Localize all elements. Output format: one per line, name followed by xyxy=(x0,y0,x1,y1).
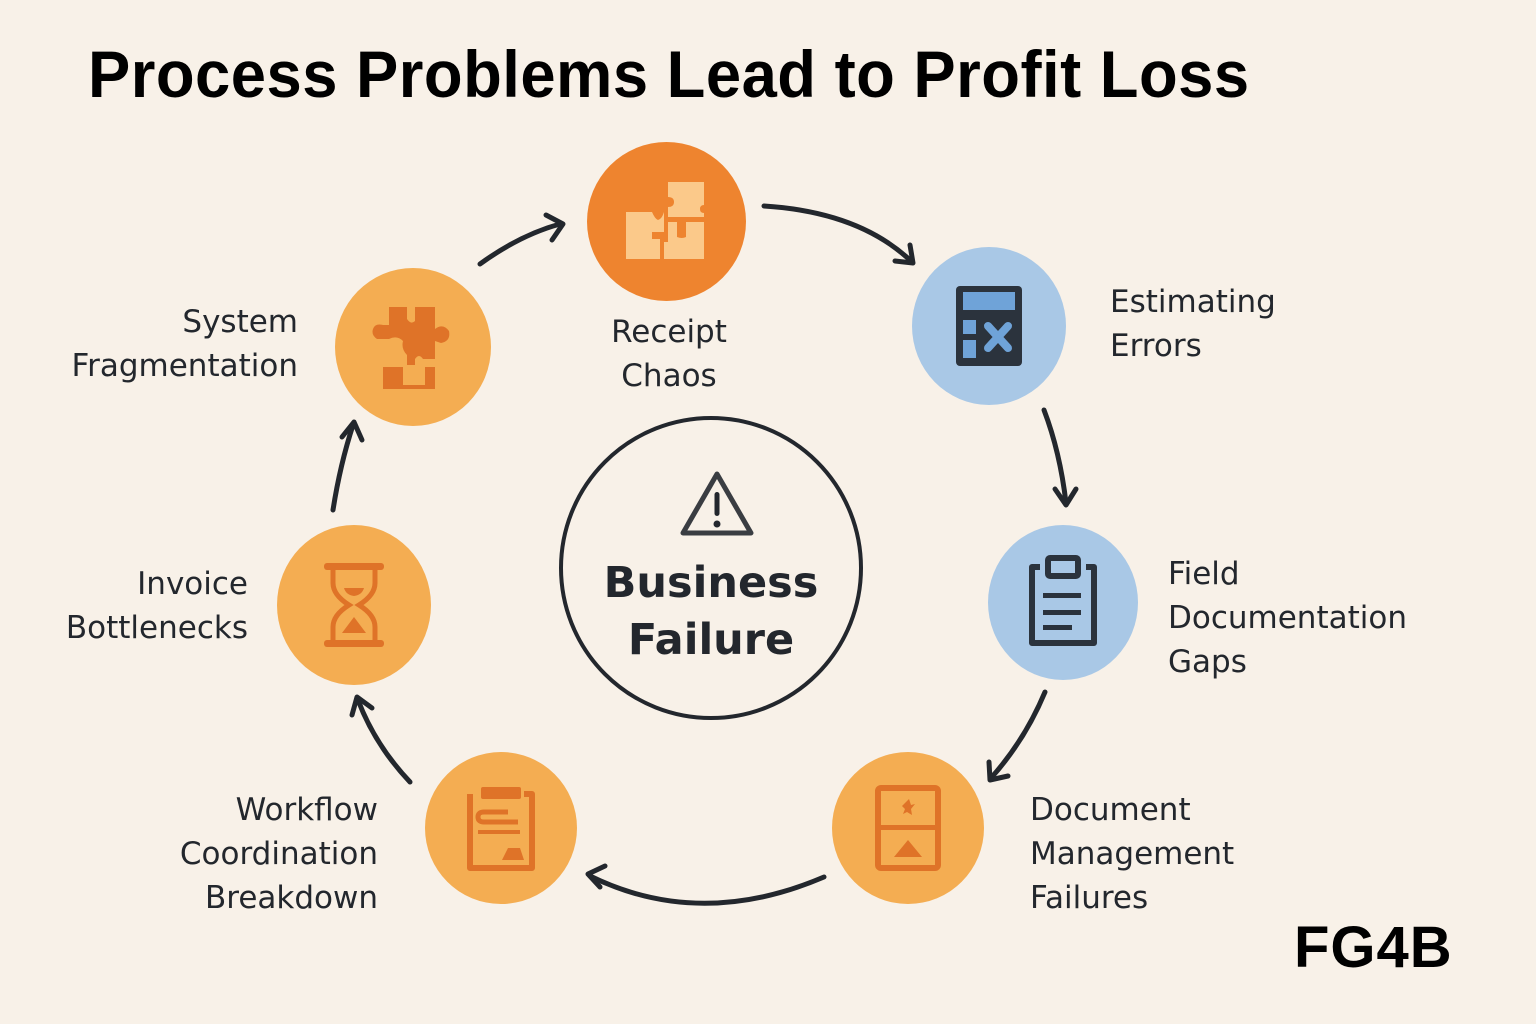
label-system-fragmentation: System Fragmentation xyxy=(71,304,298,384)
calculator-icon xyxy=(956,286,1022,366)
arrow-workflow-to-invoice-icon xyxy=(349,694,413,785)
label-field-documentation-gaps: Field Documentation Gaps xyxy=(1168,556,1407,680)
label-document-management-failures: Document Management Failures xyxy=(1030,792,1235,916)
arrow-field-to-document-icon xyxy=(986,689,1048,783)
label-estimating-errors: Estimating Errors xyxy=(1110,284,1276,364)
puzzle-piece-icon xyxy=(372,307,450,389)
warning-triangle-icon xyxy=(680,471,754,536)
label-workflow-coordination-breakdown: Workflow Coordination Breakdown xyxy=(179,792,378,916)
brand-mark: FG4B xyxy=(1294,915,1453,980)
arrow-invoice-to-fragmentation-icon xyxy=(330,419,365,513)
node-system-fragmentation xyxy=(335,268,491,426)
node-workflow-coordination-breakdown xyxy=(425,752,577,904)
label-invoice-bottlenecks: Invoice Bottlenecks xyxy=(65,566,248,646)
clipboard-report-icon xyxy=(467,787,535,871)
arrow-estimating-to-field-icon xyxy=(1041,407,1079,508)
node-field-documentation-gaps xyxy=(988,525,1138,680)
hub-title: Business Failure xyxy=(603,558,819,665)
node-invoice-bottlenecks xyxy=(277,525,431,685)
hub-business-failure: Business Failure xyxy=(559,416,863,720)
label-receipt-chaos: Receipt Chaos xyxy=(611,314,727,394)
arrow-receipt-to-estimating-icon xyxy=(761,203,916,266)
clipboard-icon xyxy=(1029,555,1097,646)
arrow-document-to-workflow-icon xyxy=(585,863,827,906)
hourglass-icon xyxy=(324,563,384,647)
node-receipt-chaos xyxy=(587,142,746,301)
document-frame-icon xyxy=(875,785,941,871)
page-title: Process Problems Lead to Profit Loss xyxy=(88,37,1250,111)
arrow-fragmentation-to-receipt-icon xyxy=(477,212,566,267)
node-document-management-failures xyxy=(832,752,984,904)
node-estimating-errors xyxy=(912,247,1066,405)
puzzle-pieces-icon xyxy=(625,181,704,259)
